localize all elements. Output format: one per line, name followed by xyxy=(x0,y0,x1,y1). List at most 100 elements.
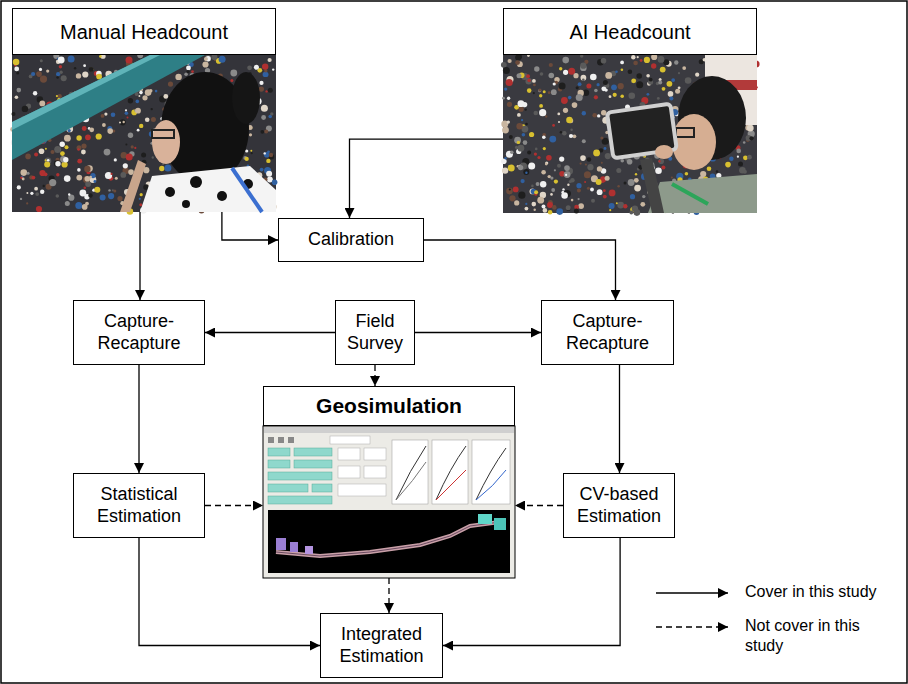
crowd-dot xyxy=(646,74,650,78)
crowd-dot xyxy=(634,185,641,192)
crowd-dot xyxy=(631,55,635,59)
crowd-dot xyxy=(137,129,140,132)
crowd-dot xyxy=(545,163,548,166)
crowd-dot xyxy=(36,206,42,212)
crowd-dot xyxy=(64,175,71,182)
crowd-dot xyxy=(149,89,152,92)
crowd-dot xyxy=(506,151,513,158)
crowd-dot xyxy=(59,71,62,74)
solid-arrow xyxy=(443,538,620,646)
crowd-dot xyxy=(111,112,116,117)
crowd-dot xyxy=(515,146,518,149)
crowd-dot xyxy=(159,166,164,171)
crowd-dot xyxy=(25,154,31,160)
crowd-dot xyxy=(609,95,612,98)
crowd-dot xyxy=(26,192,28,194)
crowd-dot xyxy=(736,149,741,154)
crowd-dot xyxy=(634,178,639,183)
crowd-dot xyxy=(205,55,212,62)
crowd-dot xyxy=(590,188,594,192)
crowd-dot xyxy=(268,88,273,93)
crowd-dot xyxy=(632,205,638,211)
crowd-dot xyxy=(592,113,597,118)
crowd-dot xyxy=(640,202,645,207)
crowd-dot xyxy=(104,149,111,156)
crowd-dot xyxy=(230,70,237,77)
crowd-dot xyxy=(55,161,60,166)
crowd-dot xyxy=(560,131,562,133)
crowd-dot xyxy=(503,67,510,74)
crowd-dot xyxy=(562,57,569,64)
crowd-dot xyxy=(601,110,606,115)
crowd-dot xyxy=(649,78,653,82)
crowd-dot xyxy=(127,116,129,118)
crowd-dot xyxy=(128,98,133,103)
manual-headcount-panel: Manual Headcount xyxy=(12,8,276,212)
crowd-dot xyxy=(597,166,602,171)
crowd-dot xyxy=(175,74,181,80)
crowd-dot xyxy=(542,204,546,208)
crowd-dot xyxy=(518,192,525,199)
crowd-dot xyxy=(56,76,59,79)
crowd-dot xyxy=(84,166,90,172)
manual-photo xyxy=(10,52,277,214)
solid-arrow xyxy=(138,365,139,473)
crowd-dot xyxy=(14,67,19,72)
crowd-dot xyxy=(671,176,673,178)
crowd-dot xyxy=(94,180,97,183)
crowd-dot xyxy=(517,113,521,117)
crowd-dot xyxy=(128,169,134,175)
crowd-dot xyxy=(586,83,591,88)
crowd-dot xyxy=(74,67,76,69)
crowd-dot xyxy=(658,80,662,84)
crowd-dot xyxy=(509,195,515,201)
crowd-dot xyxy=(576,183,581,188)
crowd-dot xyxy=(590,74,597,81)
crowd-dot xyxy=(539,94,542,97)
crowd-dot xyxy=(609,203,615,209)
crowd-dot xyxy=(585,163,587,165)
crowd-dot xyxy=(660,67,666,73)
crowd-dot xyxy=(89,127,94,132)
crowd-dot xyxy=(725,162,731,168)
crowd-dot xyxy=(523,140,528,145)
crowd-dot xyxy=(141,153,146,158)
crowd-dot xyxy=(527,151,531,155)
crowd-dot xyxy=(163,94,168,99)
crowd-dot xyxy=(260,168,264,172)
solid-arrow xyxy=(205,332,335,333)
crowd-dot xyxy=(618,83,624,89)
crowd-dot xyxy=(617,202,624,209)
crowd-dot xyxy=(559,83,566,90)
crowd-dot xyxy=(668,91,674,97)
crowd-dot xyxy=(59,65,62,68)
crowd-dot xyxy=(636,81,643,88)
crowd-dot xyxy=(139,124,143,128)
crowd-dot xyxy=(678,72,680,74)
crowd-dot xyxy=(587,164,593,170)
crowd-dot xyxy=(533,84,536,87)
crowd-dot xyxy=(34,152,38,156)
solid-arrow xyxy=(139,538,320,646)
crowd-dot xyxy=(525,172,527,174)
crowd-dot xyxy=(501,62,507,68)
crowd-dot xyxy=(559,157,564,162)
crowd-dot xyxy=(667,81,673,87)
crowd-dot xyxy=(631,78,636,83)
crowd-dot xyxy=(22,178,25,181)
crowd-dot xyxy=(164,165,171,172)
crowd-dot xyxy=(138,95,140,97)
crowd-dot xyxy=(83,64,86,67)
crowd-dot xyxy=(502,167,508,173)
crowd-dot xyxy=(509,135,513,139)
crowd-dot xyxy=(539,104,543,108)
crowd-dot xyxy=(534,66,539,71)
crowd-dot xyxy=(562,188,564,190)
node-label: Capture-Recapture xyxy=(550,311,665,354)
crowd-dot xyxy=(616,202,618,204)
crowd-dot xyxy=(80,190,87,197)
crowd-dot xyxy=(580,63,586,69)
crowd-dot xyxy=(582,111,586,115)
crowd-dot xyxy=(526,78,532,84)
